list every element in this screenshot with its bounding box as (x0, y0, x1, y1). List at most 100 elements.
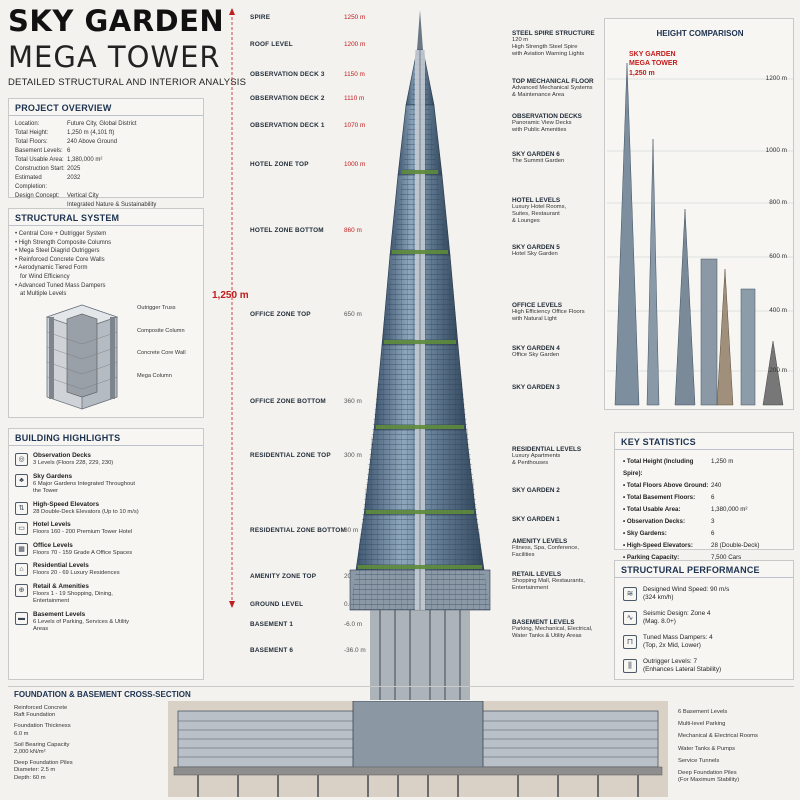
feature-desc: Entertainment (512, 585, 549, 592)
foundation-note-line: Foundation Thickness (14, 723, 71, 730)
structural-bullet: • Aerodynamic Tiered Form (15, 265, 88, 272)
office-icon: ▦ (15, 542, 28, 556)
level-label: BASEMENT 1 (250, 621, 294, 628)
highlight-title: Observation Decks (33, 452, 91, 459)
key-statistics-list: • Total Height (Including Spire):1,250 m… (615, 450, 793, 570)
overview-value: Vertical City (67, 193, 99, 199)
foundation-note-line: Mechanical & Electrical Rooms (678, 733, 758, 740)
structural-callout: Mega Column (137, 372, 172, 379)
statistic-value: 3 (711, 518, 715, 525)
feature-desc: with Public Amenities (512, 127, 567, 134)
statistic-row: • Total Floors Above Ground:240 (623, 480, 785, 492)
level-label: OFFICE ZONE BOTTOM (250, 398, 326, 405)
level-elevation: 80 m (344, 527, 359, 534)
foundation-note-line: Diameter: 2.5 m (14, 767, 56, 774)
statistic-row: • Total Height (Including Spire):1,250 m (623, 456, 785, 480)
feature-title: SKY GARDEN 1 (512, 516, 560, 523)
key-statistics-title: KEY STATISTICS (615, 433, 793, 450)
comparison-tower-name-2: MEGA TOWER (629, 60, 678, 67)
structural-bullet: for Wind Efficiency (15, 273, 70, 280)
structural-bullet: • High Strength Composite Columns (15, 239, 112, 246)
feature-desc: Luxury Apartments (512, 453, 561, 459)
feature-title: SKY GARDEN 3 (512, 384, 560, 391)
overview-key: Basement Levels: (15, 148, 63, 154)
feature-title: SKY GARDEN 6 (512, 151, 560, 158)
statistic-key: • Observation Decks: (623, 518, 686, 525)
overview-row: Total Usable Area:1,380,000 m² (15, 156, 197, 165)
comparison-tick-label: 1000 m (765, 147, 787, 154)
feature-title: BASEMENT LEVELS (512, 619, 575, 626)
highlight-title: Basement Levels (33, 610, 86, 618)
feature-desc: High Efficiency Office Floors (512, 309, 585, 315)
structural-system-panel: STRUCTURAL SYSTEM • Central Core + Outri… (8, 208, 204, 418)
feature-desc: & Lounges (512, 218, 540, 225)
highlight-desc: Floors 70 - 159 Grade A Office Spaces (33, 549, 133, 556)
feature-desc: & Maintenance Area (512, 92, 565, 99)
overview-key: Design Concept: (15, 193, 60, 199)
feature-desc: with Aviation Warning Lights (512, 51, 585, 58)
level-label: RESIDENTIAL ZONE BOTTOM (250, 527, 346, 534)
statistic-key: • Parking Capacity: (623, 554, 680, 561)
statistic-key: • Total Basement Floors: (623, 494, 696, 501)
overview-key: Construction Start: (15, 166, 65, 172)
foundation-cross-section-illustration (168, 701, 668, 797)
statistic-row: • Observation Decks: 3 (623, 516, 785, 528)
structural-callout: Outrigger Truss (137, 305, 176, 311)
performance-text: Designed Wind Speed: 90 m/s(324 km/h) (643, 586, 729, 602)
statistic-key: • High-Speed Elevators: (623, 542, 693, 549)
structural-performance-title: STRUCTURAL PERFORMANCE (615, 561, 793, 578)
statistic-row: • Sky Gardens:6 (623, 528, 785, 540)
performance-item: ⊓Tuned Mass Dampers: 4(Top, 2x Mid, Lowe… (623, 634, 785, 650)
highlight-title: Hotel Levels (33, 521, 71, 528)
overview-row: Location:Future City, Global District (15, 120, 197, 129)
level-label: GROUND LEVEL (250, 601, 304, 608)
feature-desc: Hotel Sky Garden (512, 251, 558, 257)
foundation-note-line: Raft Foundation (14, 712, 56, 719)
structural-system-title: STRUCTURAL SYSTEM (9, 209, 203, 226)
overview-row: Total Height:1,250 m (4,101 ft) (15, 129, 197, 138)
level-elevation: 1200 m (344, 41, 366, 48)
highlight-desc: 28 Double-Deck Elevators (Up to 10 m/s) (33, 508, 139, 515)
feature-title: TOP MECHANICAL FLOOR (512, 78, 594, 85)
performance-line: (Mag. 8.0+) (643, 618, 676, 625)
feature-desc: Office Sky Garden (512, 352, 560, 358)
highlight-desc: Floors 20 - 69 Luxury Residences (33, 570, 120, 576)
foundation-note: Water Tanks & Pumps (678, 746, 794, 753)
feature-desc: Advanced Mechanical Systems (512, 85, 593, 91)
performance-item: ∿Seismic Design: Zone 4(Mag. 8.0+) (623, 610, 785, 626)
bed-icon: ▭ (15, 522, 28, 535)
feature-label: SKY GARDEN 3 (512, 384, 560, 391)
highlight-title: Sky Gardens (33, 472, 73, 480)
feature-desc: Facilities (512, 552, 535, 559)
performance-text: Seismic Design: Zone 4(Mag. 8.0+) (643, 610, 711, 626)
feature-title: SKY GARDEN 4 (512, 345, 560, 352)
highlight-desc: 3 Levels (Floors 228, 229, 230) (33, 460, 114, 466)
overview-row: Construction Start:2025 (15, 165, 197, 174)
foundation-note-line: Deep Foundation Piles (14, 760, 73, 767)
project-overview-panel: PROJECT OVERVIEW Location:Future City, G… (8, 98, 204, 208)
level-elevation: 1150 m (344, 71, 365, 78)
foundation-note-line: Deep Foundation Piles (678, 770, 737, 777)
foundation-note-line: Service Tunnels (678, 757, 720, 764)
cart-icon: ⊕ (15, 583, 28, 597)
overview-value: 1,250 m (4,101 ft) (67, 130, 115, 136)
structural-performance-list: ≋Designed Wind Speed: 90 m/s(324 km/h)∿S… (615, 578, 793, 690)
performance-line: Outrigger Levels: 7 (643, 658, 697, 665)
page-title-line2: MEGA TOWER (8, 40, 221, 74)
